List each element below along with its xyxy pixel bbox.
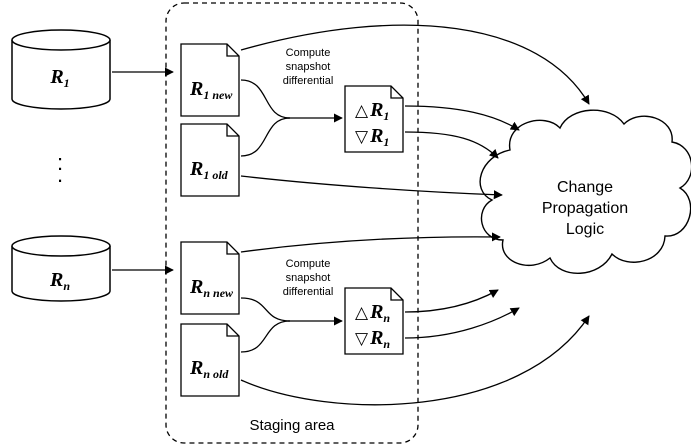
svg-text:differential: differential xyxy=(283,75,334,87)
svg-text:Rn: Rn xyxy=(49,269,70,293)
staging-area-box xyxy=(165,2,419,444)
staging-area-label: Staging area xyxy=(249,417,335,434)
delta-insert-icon: △ xyxy=(355,303,369,323)
doc-delta-rn: △Rn ▽Rn xyxy=(344,287,404,355)
svg-text:Rn old: Rn old xyxy=(189,357,229,381)
relation-r1-base: R xyxy=(49,66,63,88)
svg-text:Rn new: Rn new xyxy=(189,276,234,300)
svg-text:△R1: △R1 xyxy=(355,99,389,123)
svg-text:Change: Change xyxy=(557,179,613,196)
svg-text:Logic: Logic xyxy=(566,221,604,238)
svg-text:differential: differential xyxy=(283,286,334,298)
delta-delete-icon: ▽ xyxy=(355,329,369,349)
svg-text:△Rn: △Rn xyxy=(355,301,390,325)
relation-r1-sub: 1 xyxy=(64,76,70,90)
delta-insert-icon: △ xyxy=(355,101,369,121)
relation-rn-sub: n xyxy=(63,279,70,293)
doc-rn-new: Rn new xyxy=(180,241,240,315)
doc-rn-old: Rn old xyxy=(180,323,240,397)
doc-r1-new: R1 new xyxy=(180,43,240,117)
database-r1: R1 xyxy=(11,29,111,110)
relation-rn-base: R xyxy=(49,269,63,291)
arrows-to-cloud xyxy=(240,24,590,406)
compute-label-1: Compute snapshot differential xyxy=(283,47,334,87)
ellipsis-2: . xyxy=(57,162,63,187)
change-propagation-cloud: Change Propagation Logic xyxy=(479,109,691,274)
svg-text:snapshot: snapshot xyxy=(286,272,331,284)
svg-text:snapshot: snapshot xyxy=(286,61,331,73)
svg-text:R1 new: R1 new xyxy=(189,78,233,102)
svg-text:Propagation: Propagation xyxy=(542,200,628,217)
svg-text:▽R1: ▽R1 xyxy=(355,125,389,149)
merge-arrows-1 xyxy=(240,79,343,157)
svg-text:R1 old: R1 old xyxy=(189,158,229,182)
svg-text:Compute: Compute xyxy=(286,47,331,59)
svg-text:▽Rn: ▽Rn xyxy=(355,327,390,351)
ellipsis: : xyxy=(57,150,63,175)
delta-delete-icon: ▽ xyxy=(355,127,369,147)
doc-r1-old: R1 old xyxy=(180,123,240,197)
merge-arrows-n xyxy=(240,297,343,353)
svg-text:R1: R1 xyxy=(49,66,69,90)
svg-text:Compute: Compute xyxy=(286,258,331,270)
doc-delta-r1: △R1 ▽R1 xyxy=(344,85,404,153)
compute-label-n: Compute snapshot differential xyxy=(283,258,334,298)
database-rn: Rn xyxy=(11,235,111,302)
